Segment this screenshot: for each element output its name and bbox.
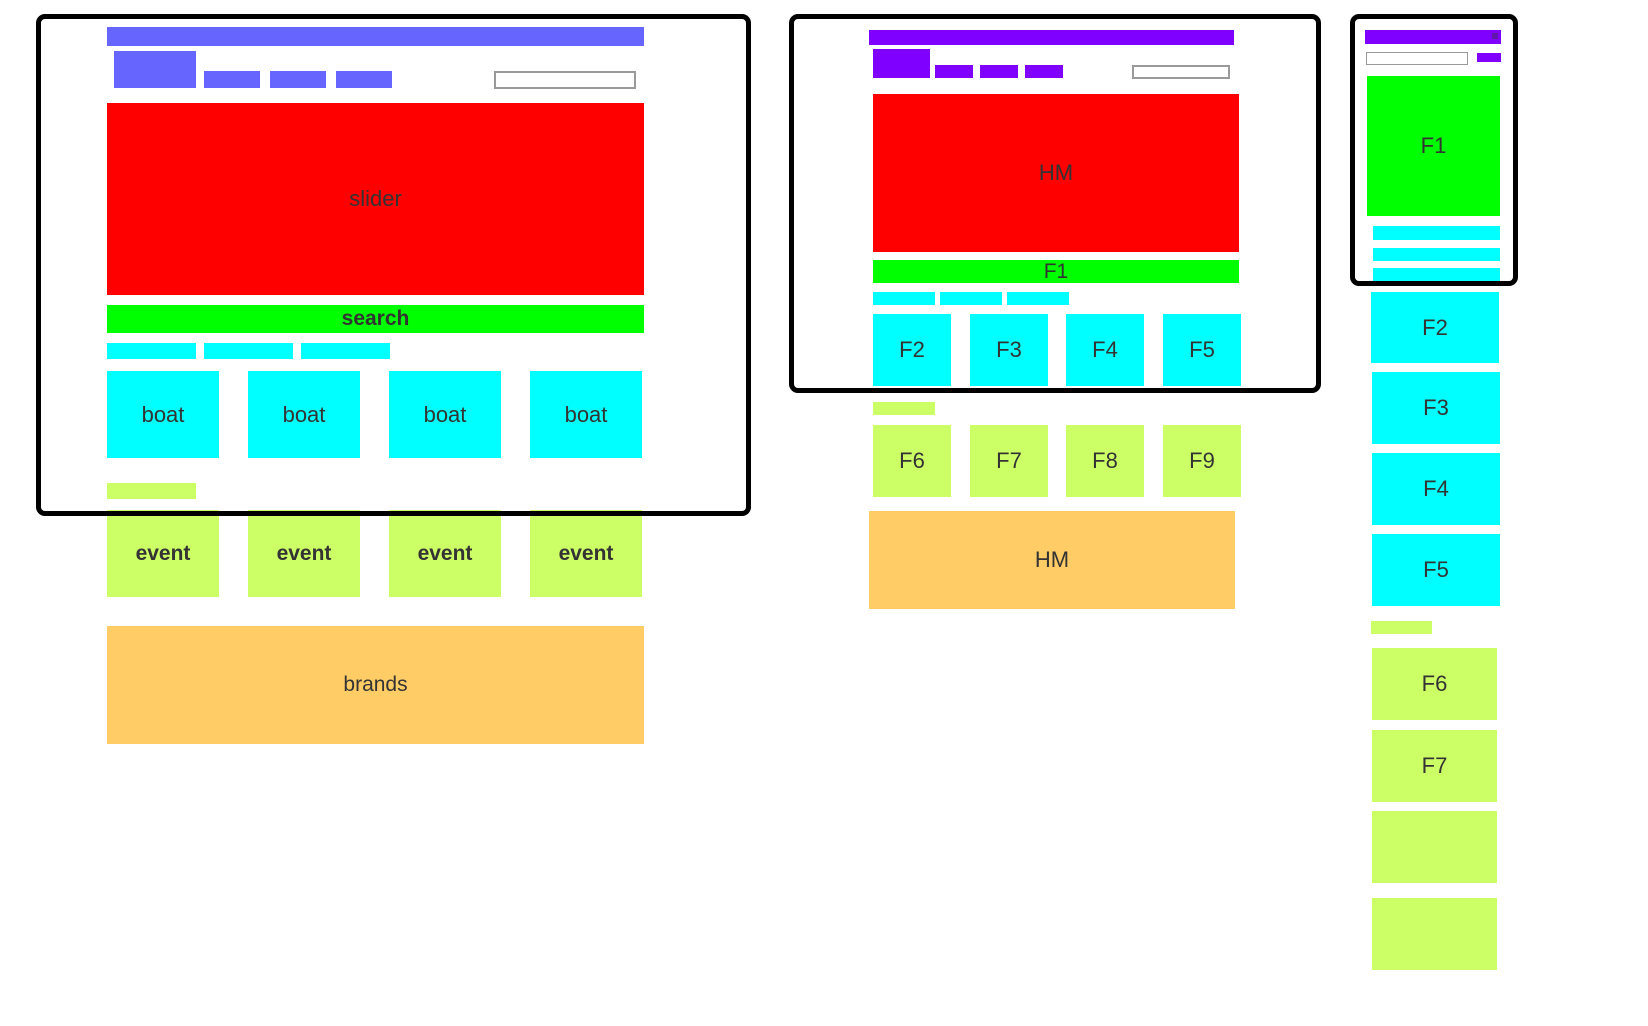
tablet-menu-item-2 — [980, 65, 1018, 78]
mobile-section-tab-3 — [1373, 268, 1500, 281]
tablet-section-tab-3 — [1007, 292, 1069, 305]
mobile-card-f7: F7 — [1372, 730, 1497, 802]
desktop-event-card-1: event — [107, 510, 219, 597]
desktop-brands-section: brands — [107, 626, 644, 744]
desktop-event-card-2: event — [248, 510, 360, 597]
mobile-search-button — [1477, 53, 1501, 62]
tablet-viewport-frame — [789, 14, 1321, 393]
mobile-card-blank-1 — [1372, 811, 1497, 883]
desktop-event-heading — [107, 483, 196, 499]
mobile-nav-bar — [1365, 30, 1501, 44]
mobile-card-f2: F2 — [1371, 292, 1499, 363]
tablet-feature-card-f2: F2 — [873, 314, 951, 386]
tablet-search-input — [1132, 65, 1230, 79]
mobile-card-f6: F6 — [1372, 648, 1497, 720]
desktop-logo — [114, 51, 196, 88]
tablet-bottom-section: HM — [869, 511, 1235, 609]
desktop-viewport-frame — [36, 14, 751, 516]
desktop-boat-card-3: boat — [389, 371, 501, 458]
tablet-menu-item-1 — [935, 65, 973, 78]
mobile-card-f3: F3 — [1372, 372, 1500, 444]
desktop-section-tab-2 — [204, 343, 293, 359]
desktop-boat-card-1: boat — [107, 371, 219, 458]
desktop-search-bar: search — [107, 305, 644, 333]
tablet-more-card-f7: F7 — [970, 425, 1048, 497]
tablet-more-card-f9: F9 — [1163, 425, 1241, 497]
tablet-more-heading — [873, 402, 935, 415]
desktop-section-tab-3 — [301, 343, 390, 359]
desktop-menu-item-1 — [204, 71, 260, 88]
tablet-section-tab-2 — [940, 292, 1002, 305]
desktop-menu-item-3 — [336, 71, 392, 88]
tablet-logo — [873, 49, 930, 78]
mobile-search-input — [1366, 52, 1468, 65]
tablet-more-card-f6: F6 — [873, 425, 951, 497]
mobile-section-tab-1 — [1373, 226, 1500, 240]
tablet-f1-bar: F1 — [873, 260, 1239, 283]
tablet-feature-card-f4: F4 — [1066, 314, 1144, 386]
mobile-card-f5: F5 — [1372, 534, 1500, 606]
mobile-f1-hero: F1 — [1367, 76, 1500, 216]
desktop-section-tab-1 — [107, 343, 196, 359]
desktop-boat-card-4: boat — [530, 371, 642, 458]
desktop-slider: slider — [107, 103, 644, 295]
mobile-more-heading — [1371, 621, 1432, 634]
tablet-hero: HM — [873, 94, 1239, 252]
tablet-more-card-f8: F8 — [1066, 425, 1144, 497]
tablet-menu-item-3 — [1025, 65, 1063, 78]
tablet-section-tab-1 — [873, 292, 935, 305]
mobile-section-tab-2 — [1373, 248, 1500, 261]
mobile-viewport-frame — [1350, 14, 1518, 286]
mobile-card-f4: F4 — [1372, 453, 1500, 525]
desktop-event-card-3: event — [389, 510, 501, 597]
desktop-event-card-4: event — [530, 510, 642, 597]
tablet-feature-card-f5: F5 — [1163, 314, 1241, 386]
desktop-boat-card-2: boat — [248, 371, 360, 458]
desktop-menu-item-2 — [270, 71, 326, 88]
mobile-menu-icon: ≡ — [1491, 29, 1499, 43]
desktop-nav-bar — [107, 27, 644, 46]
tablet-nav-bar — [869, 30, 1234, 45]
tablet-feature-card-f3: F3 — [970, 314, 1048, 386]
desktop-search-input — [494, 71, 636, 89]
mobile-card-blank-2 — [1372, 898, 1497, 970]
